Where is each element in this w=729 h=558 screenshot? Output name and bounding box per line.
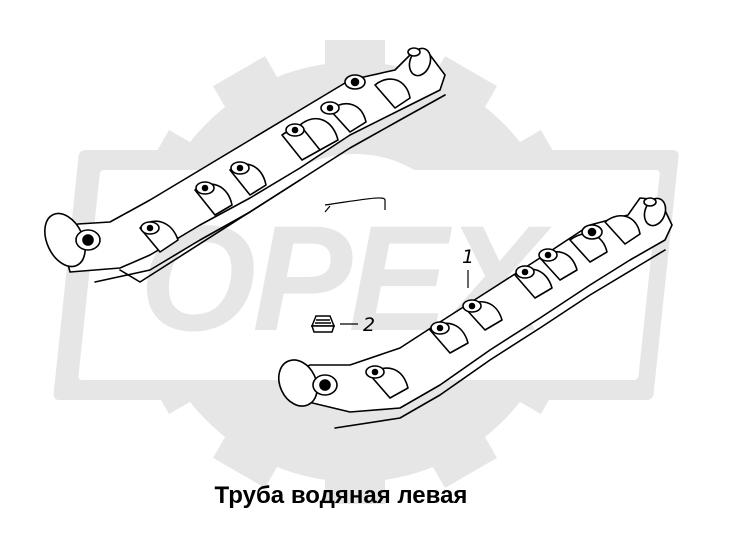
- leader-tick: [324, 205, 331, 213]
- callout-number-1: 1: [462, 246, 475, 268]
- leader-bracket: [324, 197, 386, 210]
- leader-lines: [324, 197, 469, 325]
- plug-part: [310, 315, 336, 333]
- upper-pipe: [44, 47, 446, 283]
- diagram-caption: Труба водяная левая: [214, 482, 468, 509]
- lower-pipe: [277, 197, 673, 429]
- callout-number-2: 2: [363, 314, 376, 336]
